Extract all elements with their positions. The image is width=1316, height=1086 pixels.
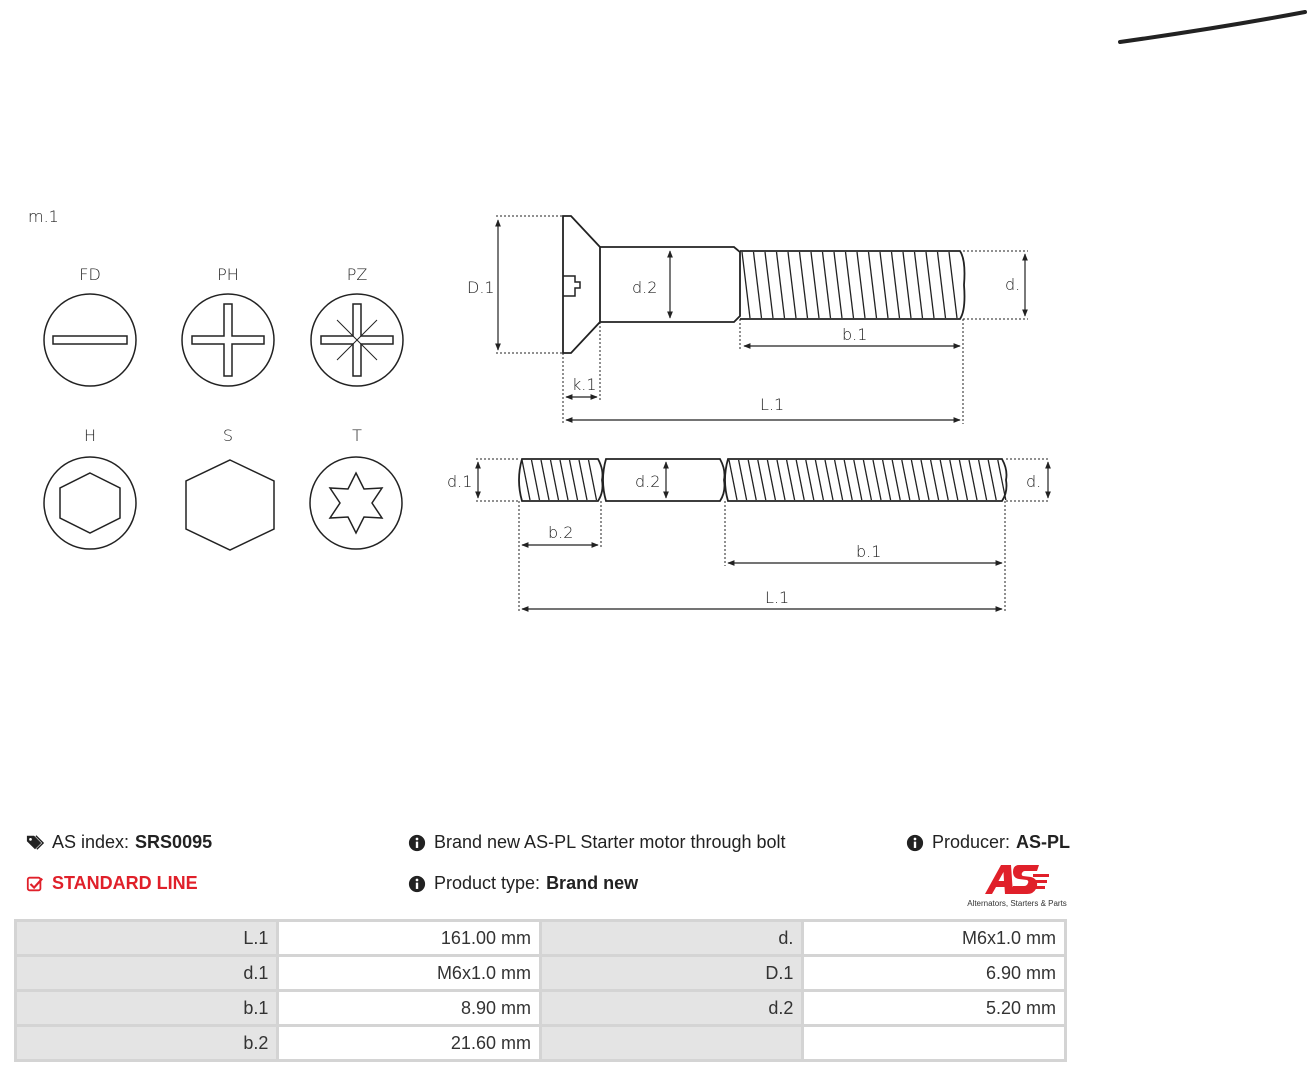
dim-label-b1-bottom: b.1 — [856, 542, 881, 561]
model-label: m.1 — [28, 207, 59, 226]
head-label-h: H — [84, 426, 96, 445]
stud-bolt — [475, 458, 1051, 612]
spec-key: d.1 — [13, 954, 280, 992]
hex-socket-icon — [43, 456, 137, 550]
dim-label-b1-top: b.1 — [842, 325, 867, 344]
flat-slot-icon — [43, 293, 137, 387]
dim-label-d1: d.1 — [447, 472, 472, 491]
dim-label-k1: k.1 — [572, 375, 597, 394]
spec-key: b.1 — [13, 989, 280, 1027]
producer-label: Producer: — [932, 832, 1011, 852]
spec-key: L.1 — [13, 919, 280, 957]
decorative-stroke — [1118, 10, 1307, 44]
producer: Producer: AS-PL — [906, 832, 1070, 853]
product-type-value: Brand new — [546, 873, 639, 893]
as-index-value: SRS0095 — [135, 832, 213, 852]
spec-key: b.2 — [13, 1024, 280, 1062]
dim-label-d-top: d. — [1005, 275, 1020, 294]
spec-key: d.2 — [538, 989, 805, 1027]
standard-line-badge: STANDARD LINE — [26, 873, 198, 894]
tags-icon — [26, 834, 44, 850]
description: Brand new AS-PL Starter motor through bo… — [408, 832, 786, 853]
spec-value: M6x1.0 mm — [801, 919, 1067, 957]
dim-label-b2: b.2 — [548, 523, 573, 542]
technical-drawing: m.1 FD PH PZ H S T — [28, 207, 1051, 612]
dim-label-d2-bottom: d.2 — [635, 472, 660, 491]
info-icon — [906, 834, 924, 851]
spec-value: 161.00 mm — [276, 919, 542, 957]
torx-icon — [309, 456, 403, 550]
logo-tagline: Alternators, Starters & Parts — [967, 899, 1067, 908]
spec-value — [801, 1024, 1067, 1062]
head-label-t: T — [352, 426, 362, 445]
spec-value: 6.90 mm — [801, 954, 1067, 992]
spec-value: 8.90 mm — [276, 989, 542, 1027]
as-index-label: AS index: — [52, 832, 130, 852]
as-pl-logo: Alternators, Starters & Parts — [964, 862, 1070, 908]
checkbox-icon — [26, 876, 44, 891]
spec-key: D.1 — [538, 954, 805, 992]
dim-label-D1: D.1 — [467, 278, 495, 297]
head-label-ph: PH — [217, 265, 239, 284]
head-label-fd: FD — [79, 265, 101, 284]
spec-value: 5.20 mm — [801, 989, 1067, 1027]
standard-line-text: STANDARD LINE — [52, 873, 198, 893]
hex-head-icon — [185, 459, 275, 551]
head-label-pz: PZ — [347, 265, 368, 284]
producer-value: AS-PL — [1016, 832, 1071, 852]
spec-value: M6x1.0 mm — [276, 954, 542, 992]
spec-value: 21.60 mm — [276, 1024, 542, 1062]
info-icon — [408, 875, 426, 892]
as-logo-icon — [985, 865, 1049, 894]
dim-label-d2-top: d.2 — [632, 278, 657, 297]
description-text: Brand new AS-PL Starter motor through bo… — [434, 832, 786, 852]
product-type-label: Product type: — [434, 873, 541, 893]
spec-key: d. — [538, 919, 805, 957]
as-index: AS index: SRS0095 — [26, 832, 212, 853]
countersunk-bolt — [495, 215, 1028, 424]
info-icon — [408, 834, 426, 851]
phillips-icon — [181, 293, 275, 387]
product-type: Product type: Brand new — [408, 873, 638, 894]
head-label-s: S — [223, 426, 233, 445]
dim-label-L1-bottom: L.1 — [765, 588, 789, 607]
spec-key — [538, 1024, 805, 1062]
dim-label-L1-top: L.1 — [760, 395, 784, 414]
dim-label-d-bottom: d. — [1026, 472, 1041, 491]
pozidriv-icon — [310, 293, 404, 387]
